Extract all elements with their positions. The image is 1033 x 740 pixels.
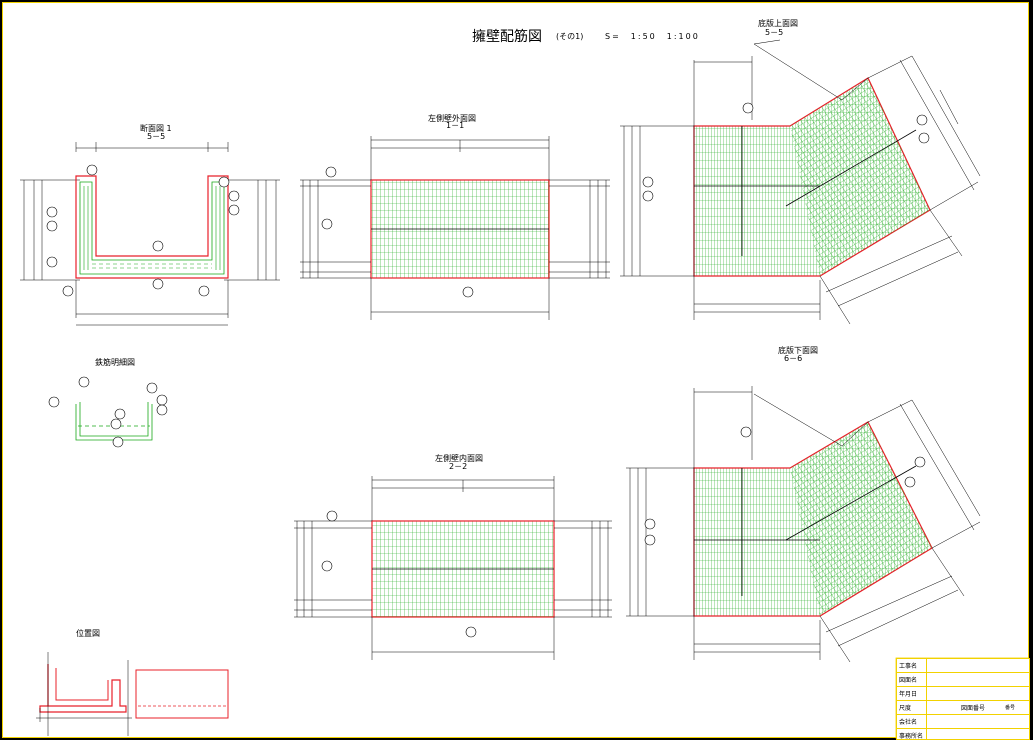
label-company: 会社名 [897, 715, 927, 728]
label-office: 事務所名 [897, 729, 927, 740]
left-inner-elevation [294, 476, 612, 660]
label-drawing: 図面名 [897, 673, 927, 686]
value-company [927, 715, 1029, 728]
value-office [927, 729, 1029, 740]
slab-bottom-view [626, 386, 981, 663]
title-row-office: 事務所名 [897, 729, 1029, 740]
title-row-date: 年月日 [897, 687, 1029, 701]
label-scale: 尺度 [897, 701, 927, 714]
slab-top-view [620, 39, 981, 325]
left-inner-sub: 2－2 [449, 462, 468, 471]
sheet-subtitle: (その1) [556, 32, 584, 41]
left-outer-title: 左側壁外面図 [428, 114, 476, 123]
sheet-number: 番号 [1005, 705, 1016, 711]
left-inner-title: 左側壁内面図 [435, 454, 483, 463]
slab-top-title: 底版上面図 [758, 19, 798, 28]
left-outer-sub: 1－1 [446, 121, 465, 130]
value-drawing [927, 673, 1029, 686]
section-view-1 [20, 142, 280, 326]
value-project [927, 659, 1029, 672]
title-row-company: 会社名 [897, 715, 1029, 729]
slab-top-sub: 5－5 [765, 28, 784, 37]
title-row-drawing: 図面名 [897, 673, 1029, 687]
location-title: 位置図 [76, 629, 100, 638]
section-labels [46, 164, 240, 297]
label-date: 年月日 [897, 687, 927, 700]
section-concrete [75, 175, 229, 279]
slab-bottom-title: 底版下面図 [778, 346, 818, 355]
rebar-detail-title: 鉄筋明細図 [95, 358, 135, 367]
title-row-project: 工事名 [897, 659, 1029, 673]
section-view-title: 断面図 1 [140, 124, 172, 133]
sheet-title: 擁壁配筋図 [472, 29, 542, 45]
sheet-scale: S= 1:50 1:100 [605, 32, 700, 41]
title-row-scale: 尺度 図面番号 番号 [897, 701, 1029, 715]
left-outer-elevation [300, 136, 610, 320]
slab-bottom-sub: 6－6 [784, 354, 803, 363]
value-date [927, 687, 1029, 700]
title-block: 工事名 図面名 年月日 尺度 図面番号 番号 会社名 事務所名 [896, 658, 1030, 740]
label-project: 工事名 [897, 659, 927, 672]
rebar-detail [48, 376, 168, 448]
section-view-sub: 5－5 [147, 132, 166, 141]
value-drawing-number: 図面番号 [961, 705, 986, 712]
location-plan [36, 652, 229, 736]
